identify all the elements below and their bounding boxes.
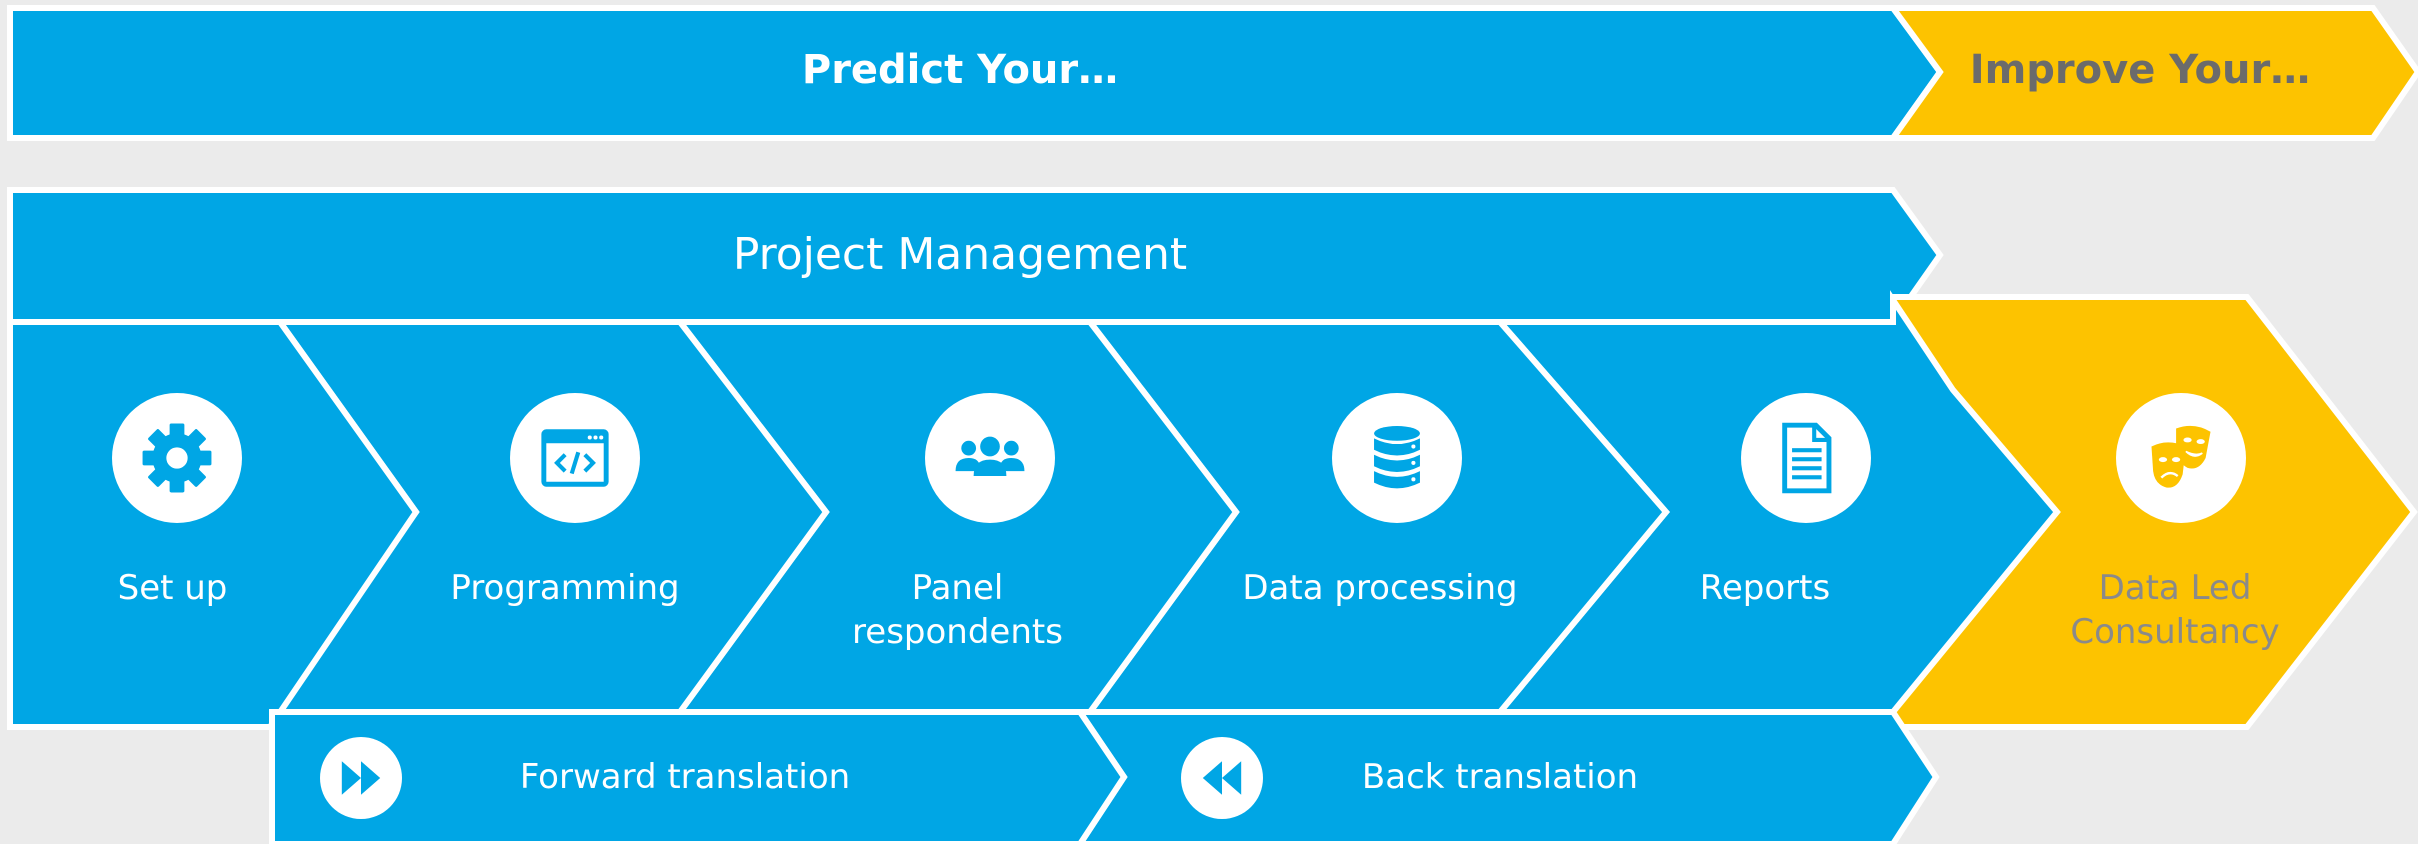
step-label-reports: Reports xyxy=(1699,568,1831,608)
predict-label: Predict Your… xyxy=(801,47,1119,93)
gear-icon xyxy=(112,393,242,523)
improve-label: Improve Your… xyxy=(1969,47,2311,93)
step-label-programming: Programming xyxy=(450,568,680,608)
step-label-data-processing: Data processing xyxy=(1242,568,1518,608)
improve-arrow xyxy=(1887,5,2418,141)
consultancy-label: Data Led Consultancy xyxy=(2040,566,2310,654)
fast-forward-icon xyxy=(320,737,402,819)
people-icon xyxy=(925,393,1055,523)
back-translation-label: Back translation xyxy=(1361,757,1639,797)
consultancy-label-line1: Data Led xyxy=(2098,568,2252,608)
consultancy-label-line2: Consultancy xyxy=(2070,612,2280,653)
document-icon xyxy=(1741,393,1871,523)
forward-translation-arrow xyxy=(269,709,1128,844)
forward-translation-label: Forward translation xyxy=(519,757,851,797)
code-window-icon xyxy=(510,393,640,523)
rewind-icon xyxy=(1181,737,1263,819)
database-icon xyxy=(1332,393,1462,523)
step-label-panel-line1: Panel xyxy=(911,568,1004,608)
theatre-masks-icon xyxy=(2116,393,2246,523)
project-management-arrow xyxy=(7,187,1944,325)
project-management-label: Project Management xyxy=(732,229,1188,280)
step-chevron-setup xyxy=(7,319,420,730)
step-label-setup: Set up xyxy=(117,568,228,608)
step-label-panel-line2: respondents xyxy=(852,612,1063,653)
step-label-panel-respondents: Panel respondents xyxy=(830,566,1085,654)
